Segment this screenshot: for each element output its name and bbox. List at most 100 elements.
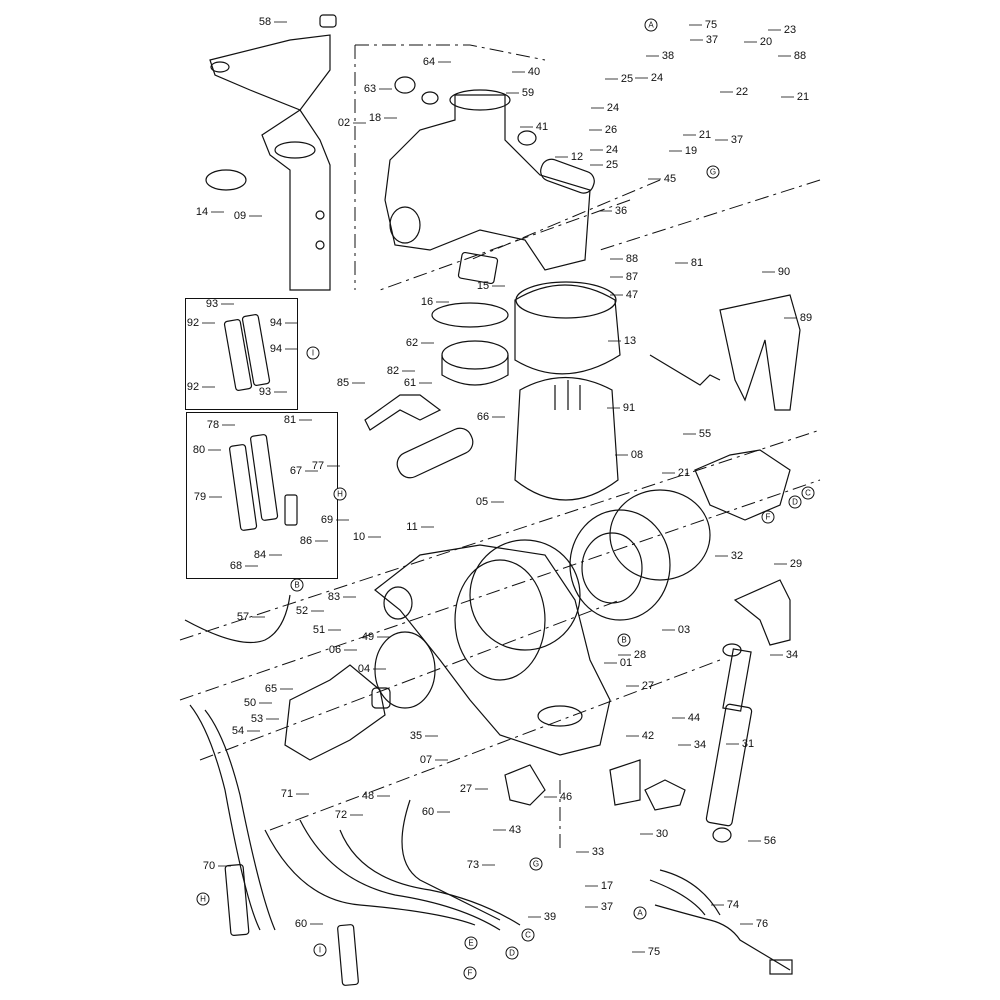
callout-84: 84 <box>253 549 267 561</box>
callout-66: 66 <box>476 411 490 423</box>
callout-11: 11 <box>406 521 418 533</box>
callout-36: 36 <box>614 205 628 217</box>
oring-41 <box>517 130 537 146</box>
bracket-90 <box>719 294 801 411</box>
callout-86: 86 <box>299 535 313 547</box>
callout-93: 93 <box>205 298 219 310</box>
callout-04: 04 <box>357 663 371 675</box>
hydraulic-motor-06 <box>284 664 391 761</box>
connector-c: C <box>801 486 815 500</box>
callout-16: 16 <box>420 296 434 308</box>
callout-38: 38 <box>661 50 675 62</box>
connector-c: C <box>521 928 535 942</box>
callout-75: 75 <box>647 946 661 958</box>
callout-24: 24 <box>605 144 619 156</box>
callout-47: 47 <box>625 289 639 301</box>
callout-61: 61 <box>403 377 417 389</box>
piston-61 <box>441 340 509 370</box>
callout-10: 10 <box>352 531 366 543</box>
callout-12: 12 <box>570 151 584 163</box>
centerlines <box>179 44 821 850</box>
callout-74: 74 <box>726 899 740 911</box>
callout-32: 32 <box>730 550 744 562</box>
connector-g: G <box>529 857 543 871</box>
callout-24: 24 <box>606 102 620 114</box>
rod-91 <box>649 354 721 386</box>
callout-01: 01 <box>619 657 633 669</box>
callout-45: 45 <box>663 173 677 185</box>
connector-d: D <box>505 946 519 960</box>
washer-14 <box>205 169 247 191</box>
callout-71: 71 <box>280 788 294 800</box>
clips-inset-h <box>229 434 298 531</box>
valve-55 <box>694 449 791 521</box>
callout-88: 88 <box>625 253 639 265</box>
pin-12 <box>540 158 595 194</box>
callout-65: 65 <box>264 683 278 695</box>
callout-08: 08 <box>630 449 644 461</box>
harness-74 <box>649 869 793 975</box>
callout-13: 13 <box>623 335 637 347</box>
bracket-82 <box>364 394 442 431</box>
connector-b: B <box>290 578 304 592</box>
callout-49: 49 <box>361 631 375 643</box>
callout-42: 42 <box>641 730 655 742</box>
callout-21: 21 <box>796 91 810 103</box>
callout-80: 80 <box>192 444 206 456</box>
callout-69: 69 <box>320 514 334 526</box>
callout-87: 87 <box>625 271 639 283</box>
callout-73: 73 <box>466 859 480 871</box>
connector-b: B <box>617 633 631 647</box>
callout-07: 07 <box>419 754 433 766</box>
callout-24: 24 <box>650 72 664 84</box>
callout-92: 92 <box>186 317 200 329</box>
callout-59: 59 <box>521 87 535 99</box>
callout-17: 17 <box>600 880 614 892</box>
cover-13 <box>514 284 621 375</box>
callout-30: 30 <box>655 828 669 840</box>
ring-62 <box>431 302 509 328</box>
callout-14: 14 <box>195 206 209 218</box>
callout-51: 51 <box>312 624 326 636</box>
callout-48: 48 <box>361 790 375 802</box>
tube-66 <box>396 427 474 479</box>
callout-09: 09 <box>233 210 247 222</box>
callout-79: 79 <box>193 491 207 503</box>
axle-carrier-01 <box>374 539 611 756</box>
callout-26: 26 <box>604 124 618 136</box>
bracket-29 <box>733 579 791 646</box>
air-spring-08 <box>514 377 619 501</box>
oring-04 <box>374 631 436 709</box>
callout-41: 41 <box>535 121 549 133</box>
callout-94: 94 <box>269 343 283 355</box>
callout-28: 28 <box>633 649 647 661</box>
cap-58 <box>319 14 337 28</box>
leader-lines <box>202 21 797 953</box>
callout-02: 02 <box>337 117 351 129</box>
callout-50: 50 <box>243 697 257 709</box>
air-spring-assembly <box>431 281 621 501</box>
bracket-42 <box>609 759 641 806</box>
callout-53: 53 <box>250 713 264 725</box>
callout-27: 27 <box>459 783 473 795</box>
callout-55: 55 <box>698 428 712 440</box>
callout-29: 29 <box>789 558 803 570</box>
shock-absorber-31 <box>705 643 753 843</box>
callout-85: 85 <box>336 377 350 389</box>
callout-92: 92 <box>186 381 200 393</box>
clips-inset-i <box>223 314 271 391</box>
callout-60: 60 <box>294 918 308 930</box>
steering-knuckle-02 <box>384 89 591 285</box>
callout-94: 94 <box>269 317 283 329</box>
callout-91: 91 <box>622 402 636 414</box>
connector-h: H <box>333 487 347 501</box>
mount-30 <box>644 779 686 811</box>
callout-81: 81 <box>283 414 297 426</box>
callout-54: 54 <box>231 725 245 737</box>
connector-g: G <box>706 165 720 179</box>
connector-f: F <box>463 966 477 980</box>
connector-i: I <box>306 346 320 360</box>
callout-75: 75 <box>704 19 718 31</box>
